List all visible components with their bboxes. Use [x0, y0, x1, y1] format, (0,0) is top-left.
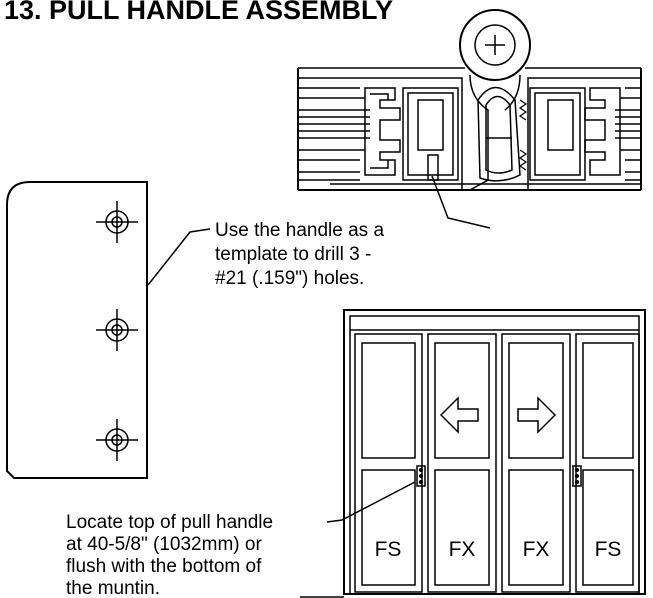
locate-note-line1: Locate top of pull handle: [66, 512, 273, 533]
drill-hole-middle-icon: [96, 309, 138, 351]
handle-template: [6, 181, 148, 479]
pull-handle-right: [572, 465, 582, 487]
panel-fx-left: [427, 333, 497, 593]
door-elevation: [343, 309, 646, 595]
panel-label-4: FS: [595, 538, 622, 561]
locate-note-leader: [326, 481, 416, 523]
drill-hole-top-icon: [96, 201, 138, 243]
locate-note-line4: the muntin.: [66, 578, 160, 598]
arrow-left-icon: [439, 396, 479, 434]
panel-fs-right: [575, 333, 640, 593]
template-note-line3: #21 (.159") holes.: [215, 268, 364, 289]
panel-label-2: FX: [449, 538, 476, 561]
template-note-leader: [147, 175, 491, 286]
drill-hole-bottom-icon: [96, 419, 138, 461]
right-frame-section: [525, 67, 641, 190]
locate-note-line3: flush with the bottom of: [66, 556, 262, 577]
template-note-line2: template to drill 3 -: [215, 244, 371, 265]
panel-fx-right: [501, 333, 571, 593]
panel-label-1: FS: [375, 538, 402, 561]
locate-note-line2: at 40-5/8" (1032mm) or: [66, 534, 262, 555]
panel-fs-left: [354, 333, 423, 593]
panel-label-3: FX: [523, 538, 550, 561]
pull-handle-section: [459, 9, 531, 191]
page-title: 13. PULL HANDLE ASSEMBLY: [4, 0, 393, 25]
template-note-line1: Use the handle as a: [215, 220, 384, 241]
left-frame-section: [298, 67, 465, 190]
cross-section-detail: [297, 9, 642, 191]
arrow-right-icon: [517, 396, 557, 434]
pull-handle-left: [416, 465, 426, 487]
